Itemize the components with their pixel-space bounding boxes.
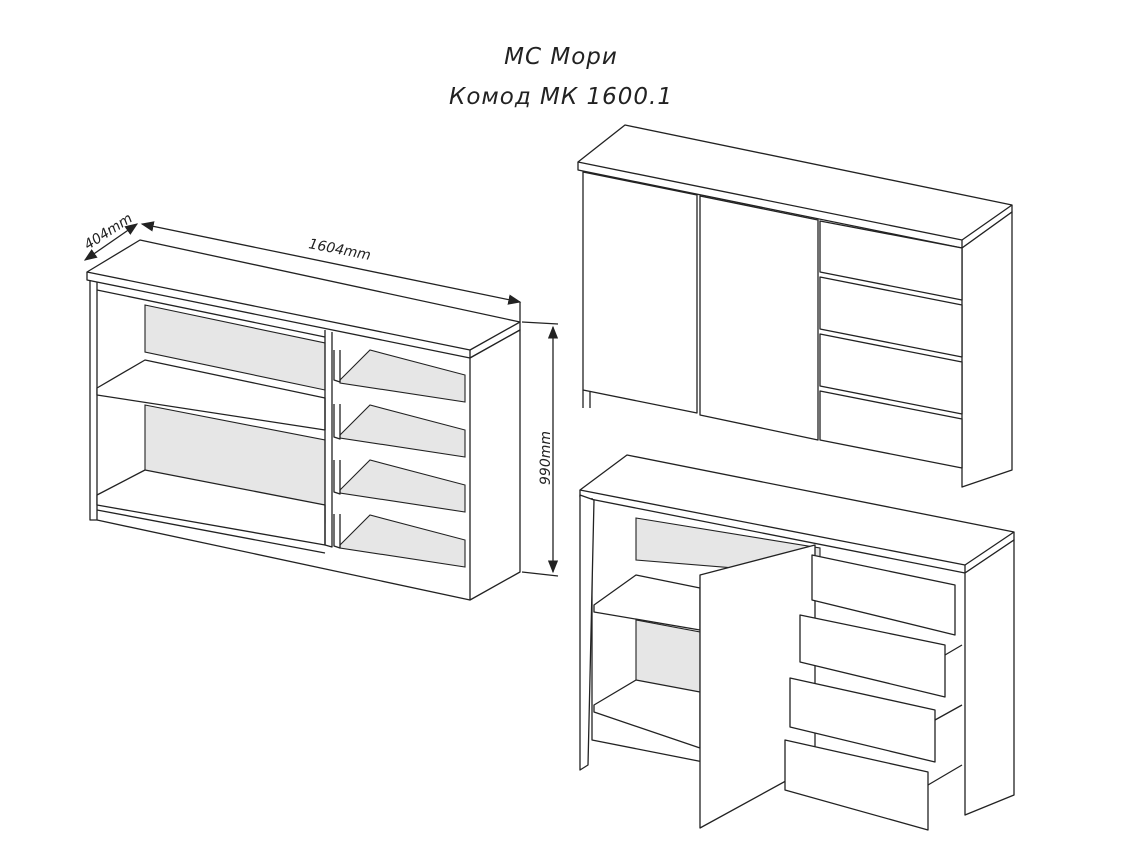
width-dimension-line	[140, 221, 522, 305]
title-product: Комод МК 1600.1	[449, 84, 673, 110]
open-right-side	[964, 539, 1015, 816]
drawer-1	[819, 220, 963, 301]
right-side-panel	[469, 329, 521, 601]
dimensioned-open-view: 404mm 1604mm 990mm	[81, 211, 559, 601]
title-collection: МС Мори	[504, 44, 618, 70]
open-view	[579, 454, 1015, 831]
left-door	[582, 171, 698, 414]
open-left-door	[579, 494, 595, 771]
drawer-3	[819, 333, 963, 415]
drawer-4	[819, 390, 963, 469]
open-drawer-1	[811, 554, 956, 636]
open-drawer-3	[789, 677, 936, 763]
open-bottom	[593, 679, 701, 749]
open-drawer-4	[784, 739, 929, 831]
depth-dimension-line	[83, 223, 139, 261]
closed-view	[577, 124, 1013, 488]
closed-right-side	[961, 211, 1013, 488]
drawer-2	[819, 276, 963, 358]
drawer-boxes	[333, 349, 466, 568]
middle-door	[699, 195, 819, 441]
height-label: 990mm	[538, 431, 554, 485]
open-drawer-2	[799, 614, 946, 698]
